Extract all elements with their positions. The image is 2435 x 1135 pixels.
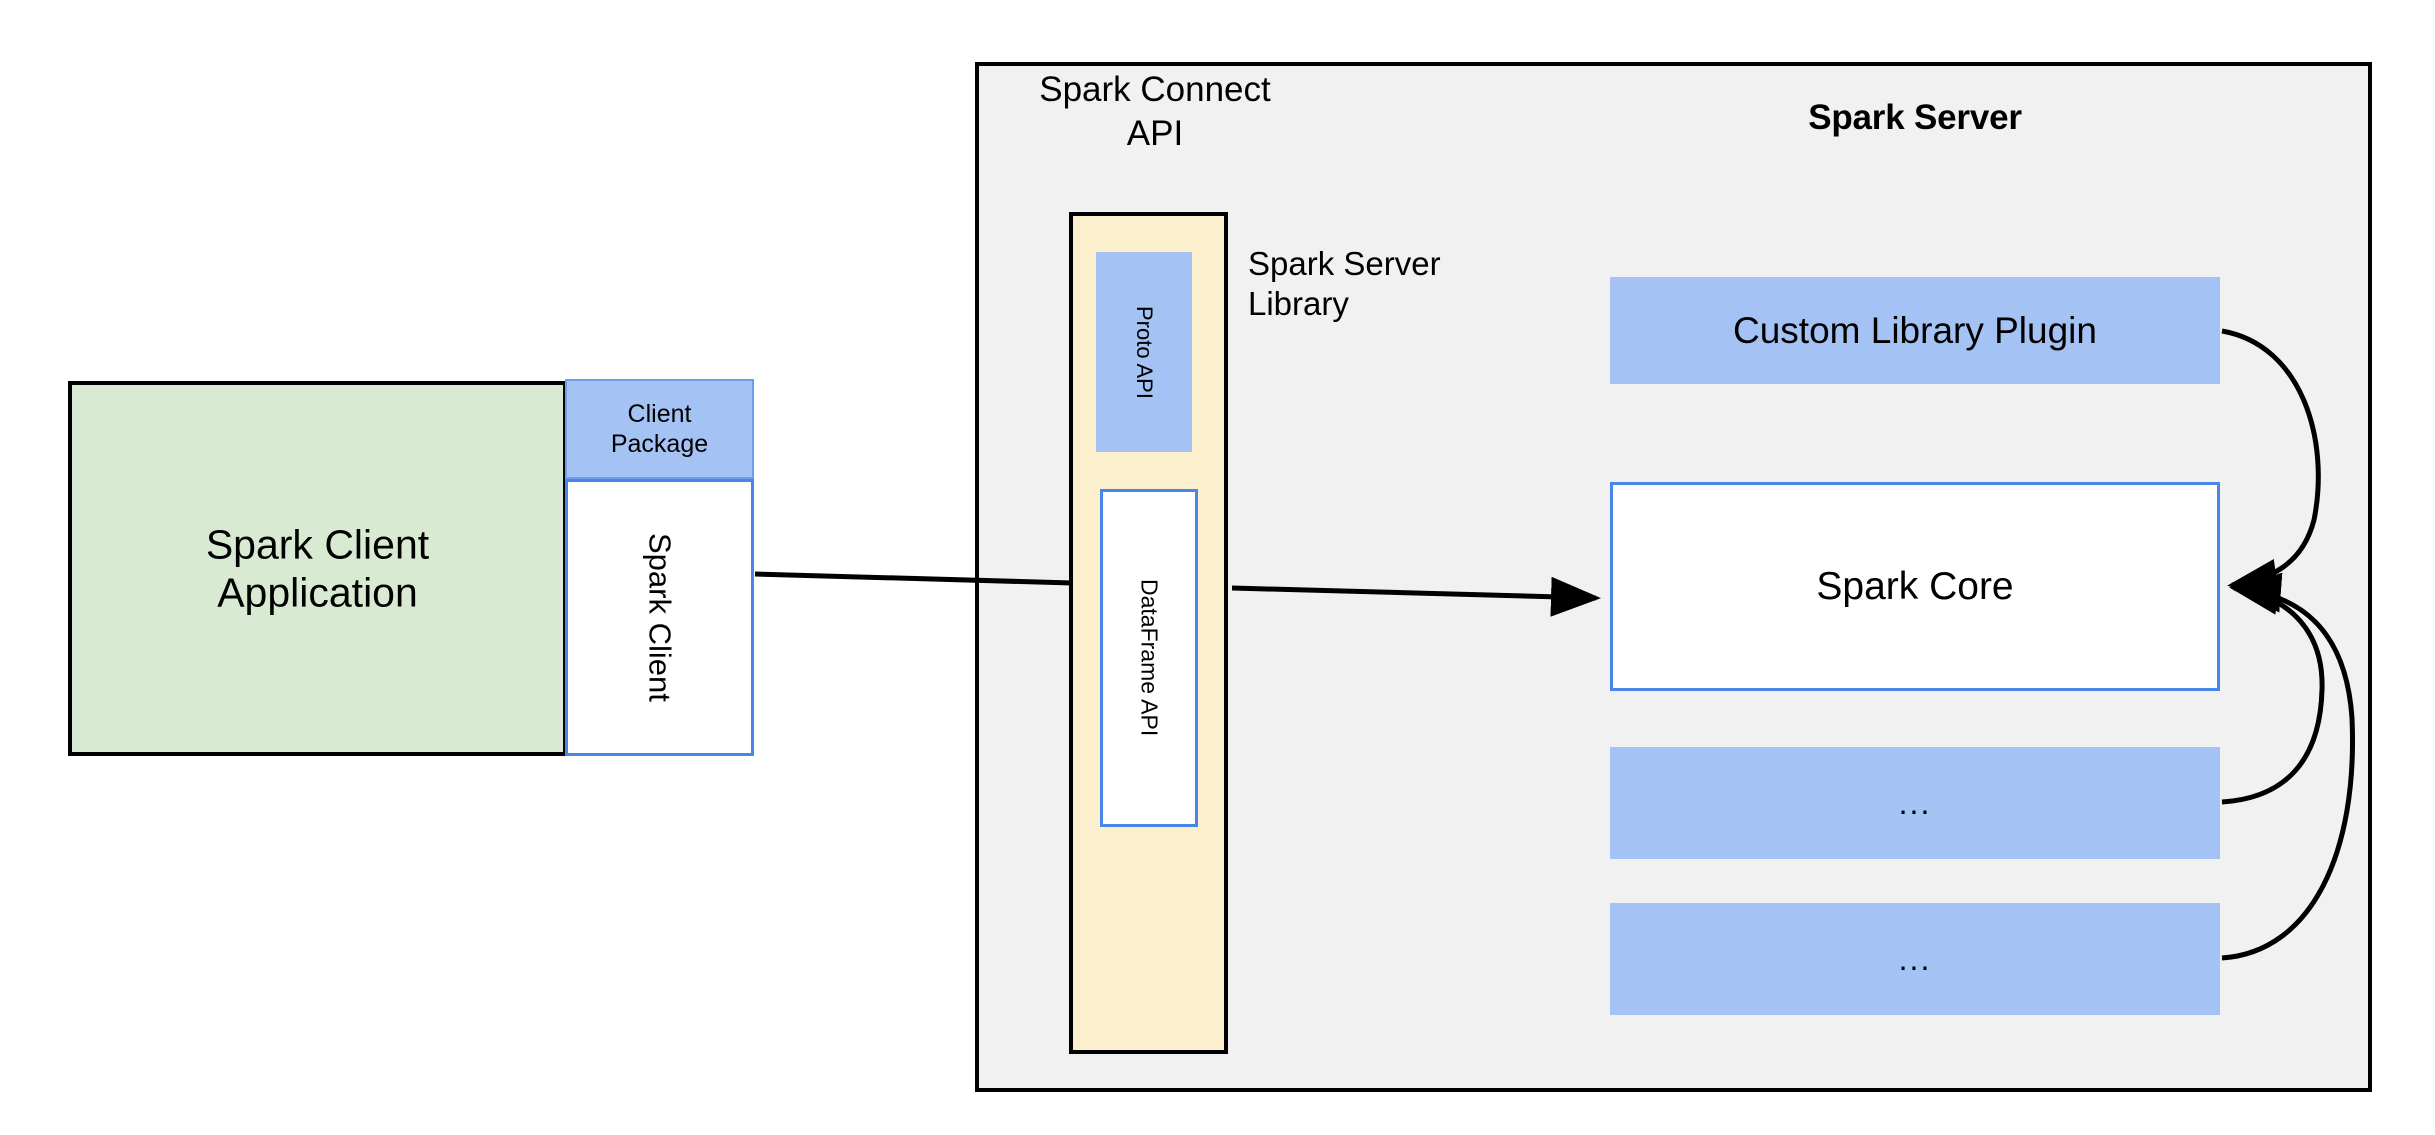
server-component-placeholder-2[interactable]: ... (1610, 903, 2220, 1015)
spark-client-application-label: Spark Client Application (205, 521, 430, 616)
spark-client-application-box[interactable]: Spark Client Application (68, 381, 567, 756)
server-component-placeholder-1[interactable]: ... (1610, 747, 2220, 859)
ellipsis-label-2: ... (1898, 940, 1932, 977)
proto-api-label: Proto API (1132, 305, 1157, 399)
custom-library-plugin-label: Custom Library Plugin (1733, 309, 2097, 351)
proto-api-box[interactable]: Proto API (1096, 252, 1192, 452)
client-package-label: Client Package (610, 400, 709, 458)
dataframe-api-box[interactable]: DataFrame API (1100, 489, 1198, 827)
custom-library-plugin-box[interactable]: Custom Library Plugin (1610, 277, 2220, 384)
spark-core-label: Spark Core (1816, 564, 2014, 608)
spark-client-label: Spark Client (642, 533, 678, 702)
spark-core-box[interactable]: Spark Core (1610, 482, 2220, 691)
ellipsis-label-1: ... (1898, 784, 1932, 821)
spark-connect-api-title: Spark Connect API (1039, 70, 1271, 153)
spark-client-box[interactable]: Spark Client (565, 479, 754, 756)
client-package-box[interactable]: Client Package (565, 379, 754, 479)
spark-server-library-label: Spark Server Library (1248, 245, 1441, 323)
dataframe-api-label: DataFrame API (1136, 579, 1163, 737)
spark-server-title: Spark Server (1808, 98, 2022, 137)
